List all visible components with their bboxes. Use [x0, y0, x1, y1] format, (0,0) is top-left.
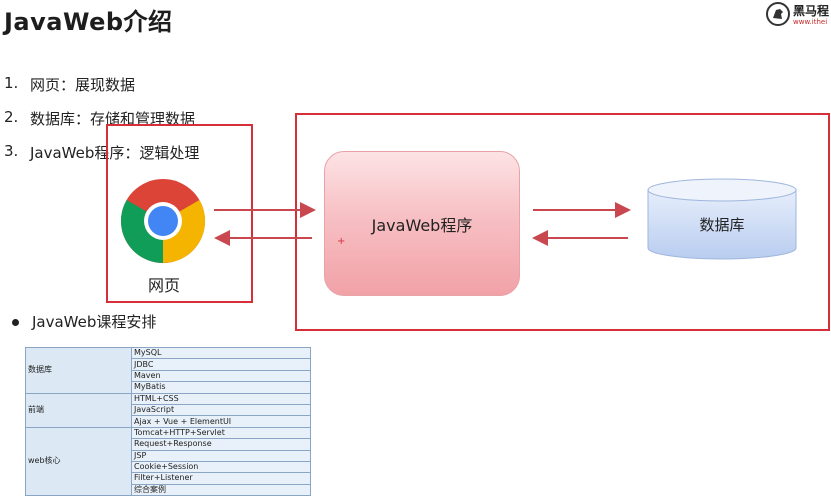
- list-text: 数据库：存储和管理数据: [30, 110, 196, 128]
- list-number: 2.: [4, 108, 19, 126]
- topic-cell: JDBC: [131, 358, 311, 371]
- table-row: 综合案例: [26, 483, 311, 497]
- table-row: web核心 Tomcat+HTTP+Servlet: [25, 426, 311, 497]
- topic-cell: HTML+CSS: [131, 392, 311, 405]
- javaweb-program-label: JavaWeb程序: [371, 216, 473, 235]
- topic-cell: Request+Response: [131, 438, 311, 451]
- topic-cell: JavaScript: [131, 403, 311, 417]
- topic-cell: MySQL: [131, 346, 311, 360]
- chrome-icon: [120, 179, 206, 263]
- course-table: 数据库 MySQL JDBC Maven MyBatis 前端 HTML+CSS…: [25, 346, 311, 497]
- table-row: 前端 HTML+CSS: [25, 392, 311, 428]
- list-number: 3.: [4, 142, 19, 160]
- topic-cell: Filter+Listener: [131, 472, 311, 485]
- course-schedule-title: JavaWeb课程安排: [32, 313, 157, 331]
- brand-url: www.ithei: [793, 18, 828, 26]
- list-item: 3. JavaWeb程序：逻辑处理: [4, 142, 199, 176]
- javaweb-program-box: [324, 151, 520, 296]
- list-text: 网页：展现数据: [30, 76, 136, 94]
- table-row: 数据库 MySQL: [25, 346, 311, 394]
- browser-label: 网页: [148, 276, 181, 295]
- database-cylinder-icon: [647, 178, 797, 260]
- topic-cell: Maven: [131, 369, 311, 383]
- topic-cell: Tomcat+HTTP+Servlet: [131, 426, 311, 440]
- category-cell: 数据库: [25, 347, 132, 394]
- topic-cell: JSP: [131, 449, 311, 462]
- category-cell: 前端: [25, 392, 132, 428]
- list-text: JavaWeb程序：逻辑处理: [30, 144, 200, 162]
- database-label: 数据库: [699, 216, 745, 234]
- horse-logo-icon: [766, 2, 790, 26]
- topic-cell: 综合案例: [131, 483, 311, 497]
- list-number: 1.: [4, 74, 19, 92]
- topic-cell: MyBatis: [131, 381, 311, 394]
- intro-list: 1. 网页：展现数据 2. 数据库：存储和管理数据 3. JavaWeb程序：逻…: [4, 74, 199, 176]
- category-cell: web核心: [25, 426, 132, 497]
- brand-logo: 黑马程 www.ithei: [766, 2, 831, 30]
- mouse-cursor-icon: +: [337, 236, 346, 247]
- server-highlight-box: [295, 113, 830, 331]
- topic-cell: Ajax + Vue + ElementUI: [131, 415, 311, 428]
- list-item: 2. 数据库：存储和管理数据: [4, 108, 199, 142]
- bullet-icon: [12, 319, 19, 326]
- list-item: 1. 网页：展现数据: [4, 74, 199, 108]
- slide-title: JavaWeb介绍: [4, 8, 173, 36]
- topic-cell: Cookie+Session: [131, 460, 311, 474]
- brand-name: 黑马程: [793, 4, 830, 18]
- browser-highlight-box: [106, 124, 253, 303]
